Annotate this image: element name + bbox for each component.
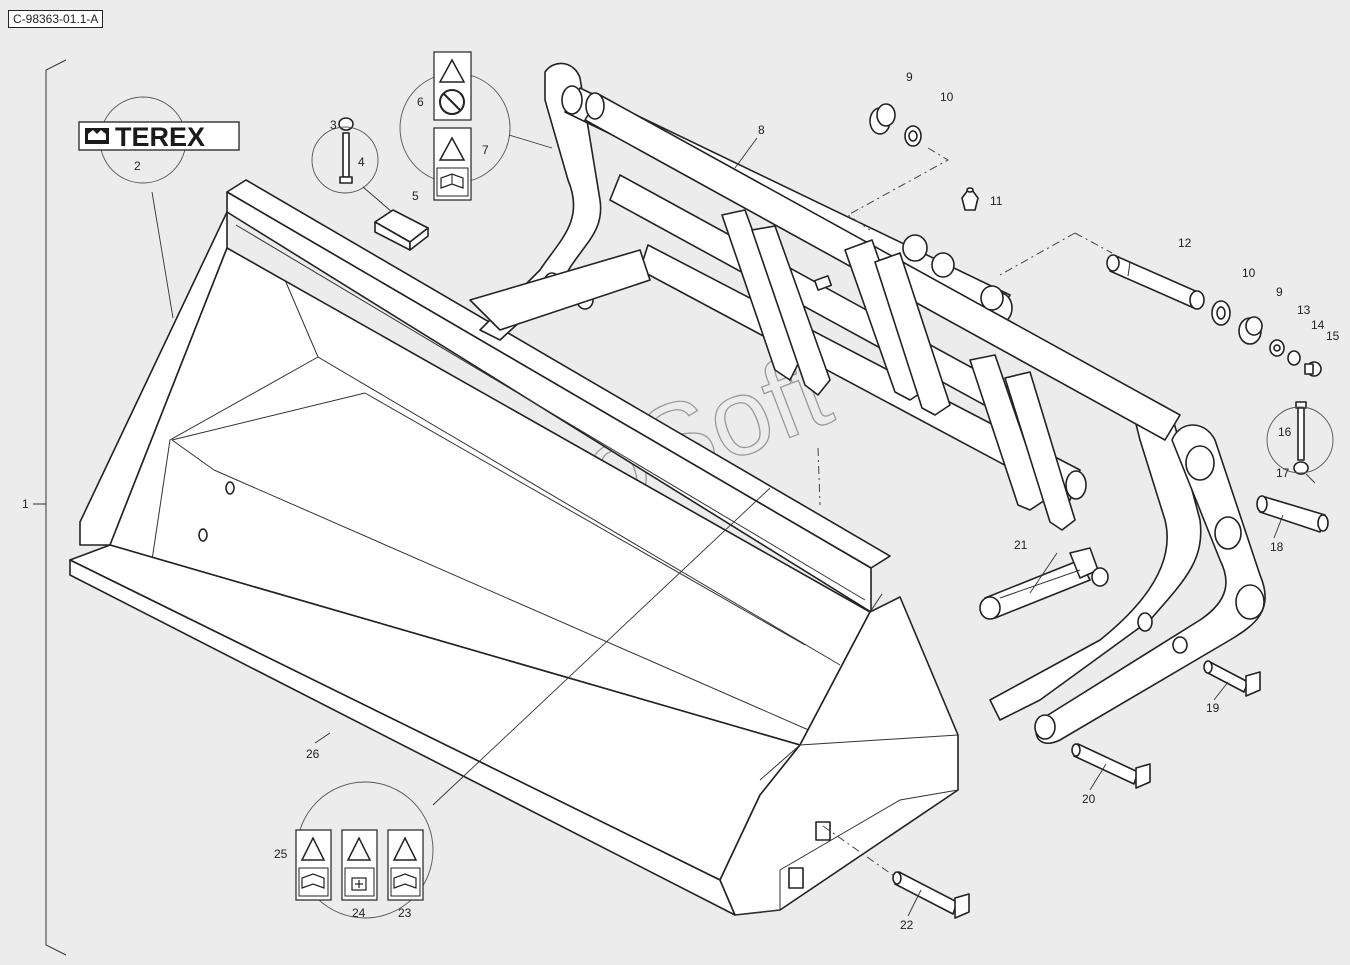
callout-7: 7 <box>482 143 489 157</box>
manual-book-icon <box>393 873 417 889</box>
cap-9-top <box>869 103 896 135</box>
callout-21: 21 <box>1014 538 1028 552</box>
callout-13: 13 <box>1297 303 1311 317</box>
loader-arm-frame <box>469 62 1266 744</box>
warning-triangle-icon <box>300 836 326 861</box>
pin-12 <box>1106 254 1205 310</box>
terex-crown-icon <box>85 128 109 144</box>
nut-3 <box>338 117 354 131</box>
decal-7 <box>433 127 472 201</box>
callout-3: 3 <box>330 118 337 132</box>
callout-2: 2 <box>134 159 141 173</box>
callout-23: 23 <box>398 906 412 920</box>
callout-17: 17 <box>1276 466 1290 480</box>
pin-22 <box>892 871 970 919</box>
crush-hazard-icon <box>346 836 372 861</box>
drawing-reference: C-98363-01.1-A <box>8 10 104 28</box>
cap-9-right <box>1238 316 1263 345</box>
callout-18: 18 <box>1270 540 1284 554</box>
callout-4: 4 <box>358 155 365 169</box>
callout-16: 16 <box>1278 425 1292 439</box>
warning-triangle-icon <box>438 136 466 161</box>
terex-logo-text: TEREX <box>115 122 205 152</box>
bolt-4 <box>339 132 353 184</box>
pin-19 <box>1203 660 1261 697</box>
callout-11: 11 <box>990 194 1003 208</box>
block-5 <box>374 209 429 251</box>
decal-group-bottom <box>295 781 434 919</box>
warning-triangle-icon <box>392 836 418 861</box>
service-lock-icon <box>351 877 367 891</box>
callout-14: 14 <box>1311 318 1325 332</box>
lock-washer-14 <box>1287 350 1301 366</box>
washer-10-right <box>1211 300 1231 326</box>
manual-book-icon <box>301 873 325 889</box>
hot-surface-warning-icon <box>438 58 466 83</box>
pin-20 <box>1071 743 1151 789</box>
callout-25: 25 <box>274 847 288 861</box>
pin-18 <box>1256 495 1329 533</box>
decal-23 <box>387 829 424 901</box>
callout-24: 24 <box>352 906 366 920</box>
decal-group-top <box>399 51 511 201</box>
callout-labels: 1 2 3 4 5 6 7 8 9 10 11 12 10 9 13 14 15… <box>22 70 1340 932</box>
no-touch-icon <box>439 89 465 115</box>
callout-1: 1 <box>22 497 29 511</box>
callout-10b: 10 <box>1242 266 1256 280</box>
terex-logo-decal: TEREX <box>78 96 240 184</box>
callout-19: 19 <box>1206 701 1220 715</box>
callout-20: 20 <box>1082 792 1096 806</box>
callout-22: 22 <box>900 918 914 932</box>
callout-8: 8 <box>758 123 765 137</box>
callout-26: 26 <box>306 747 320 761</box>
hydraulic-cylinder <box>979 547 1109 620</box>
grease-nipple-11 <box>961 187 979 211</box>
decal-24 <box>341 829 378 901</box>
bucket-body <box>69 179 959 916</box>
callout-9b: 9 <box>1276 285 1283 299</box>
callout-6: 6 <box>417 95 424 109</box>
callout-9: 9 <box>906 70 913 84</box>
nut-17 <box>1293 461 1309 475</box>
washer-13 <box>1269 339 1285 357</box>
bolt-16 <box>1295 401 1307 461</box>
assembly-bracket <box>33 59 67 956</box>
callout-15: 15 <box>1326 329 1340 343</box>
callout-5: 5 <box>412 189 419 203</box>
washer-10-top <box>904 125 922 147</box>
assembly-dashed-lines <box>817 147 1113 879</box>
decal-25 <box>295 829 332 901</box>
callout-12: 12 <box>1178 236 1192 250</box>
callout-10: 10 <box>940 90 954 104</box>
decal-6 <box>433 51 472 121</box>
leader-lines <box>151 134 1316 917</box>
screw-15 <box>1304 361 1322 377</box>
